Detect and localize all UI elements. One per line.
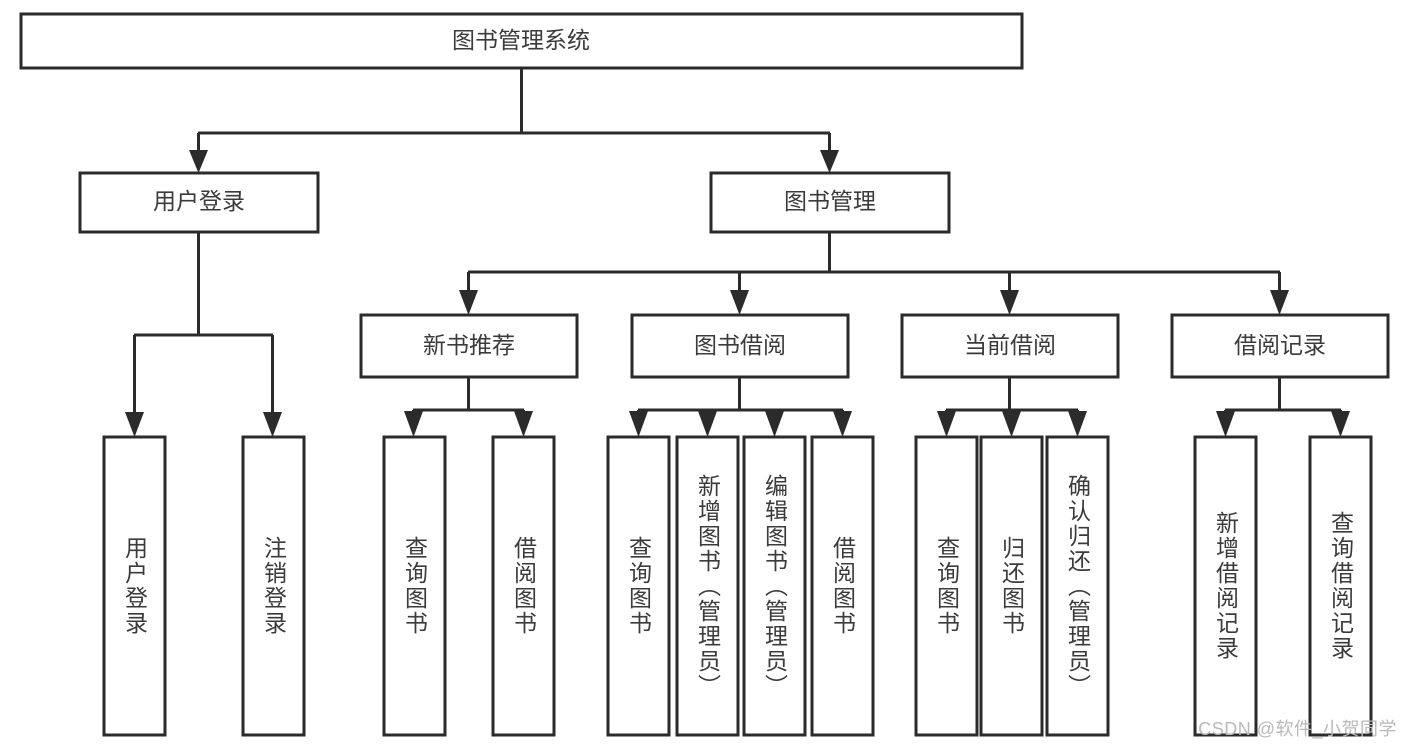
node-root-title-label: 图书管理系统	[452, 27, 590, 53]
node-leaf-rec-query-book[interactable]	[382, 435, 447, 737]
arrowhead-book-manage-to-new-book	[459, 290, 478, 315]
arrowhead-root-to-user-login	[189, 150, 208, 173]
csdn-watermark: CSDN @软件_小贺同学	[1198, 719, 1397, 739]
arrowhead-book-manage-to-record	[1270, 290, 1289, 315]
node-leaf-borrow-borrow-book[interactable]	[810, 435, 875, 737]
node-user-login-label: 用户登录	[153, 188, 245, 214]
node-leaf-borrow-query-book[interactable]	[606, 435, 671, 737]
node-leaf-borrow-add-book[interactable]	[675, 435, 740, 737]
node-current-borrow-label: 当前借阅	[964, 332, 1056, 358]
arrowhead-user-login-to-leaf1	[125, 412, 144, 437]
arrowhead-book-borrow-to-leaf2	[698, 411, 717, 437]
arrowhead-book-manage-to-borrow	[730, 290, 749, 315]
arrowhead-book-borrow-to-leaf1	[629, 411, 648, 437]
arrowhead-user-login-to-leaf2	[263, 412, 282, 437]
node-leaf-logout[interactable]	[241, 435, 306, 737]
node-book-manage-label: 图书管理	[784, 188, 876, 214]
node-leaf-cur-query-book[interactable]	[914, 435, 979, 737]
arrowhead-book-borrow-to-leaf3	[765, 411, 784, 437]
arrowhead-root-to-book-manage	[820, 150, 839, 173]
arrowhead-new-book-to-leaf2	[514, 411, 533, 437]
node-leaf-rec-borrow-book[interactable]	[491, 435, 556, 737]
node-borrow-record-label: 借阅记录	[1234, 332, 1326, 358]
node-leaf-user-login[interactable]	[102, 435, 167, 737]
node-root-title[interactable]	[19, 12, 1024, 70]
node-new-book-recommend[interactable]	[359, 313, 579, 379]
arrowhead-new-book-to-leaf1	[404, 411, 423, 437]
arrowhead-borrow-record-to-leaf2	[1331, 411, 1350, 437]
node-current-borrow[interactable]	[900, 313, 1120, 379]
node-book-borrow-label: 图书借阅	[694, 332, 786, 358]
node-leaf-rec-query-record[interactable]	[1308, 435, 1373, 737]
node-leaf-cur-return-book[interactable]	[979, 435, 1044, 737]
arrowhead-borrow-record-to-leaf1	[1216, 411, 1235, 437]
node-leaf-rec-add-record[interactable]	[1193, 435, 1258, 737]
arrowhead-book-borrow-to-leaf4	[833, 411, 852, 437]
node-book-manage[interactable]	[709, 171, 951, 234]
arrowhead-current-borrow-to-leaf1	[937, 411, 956, 437]
arrowhead-current-borrow-to-leaf2	[1002, 411, 1021, 437]
node-leaf-borrow-edit-book[interactable]	[742, 435, 807, 737]
node-book-borrow[interactable]	[630, 313, 850, 379]
arrowhead-current-borrow-to-leaf3	[1068, 411, 1087, 437]
node-borrow-record[interactable]	[1170, 313, 1390, 379]
arrowhead-book-manage-to-current	[1000, 290, 1019, 315]
node-leaf-cur-confirm-return[interactable]	[1045, 435, 1110, 737]
node-new-book-recommend-label: 新书推荐	[423, 332, 515, 358]
